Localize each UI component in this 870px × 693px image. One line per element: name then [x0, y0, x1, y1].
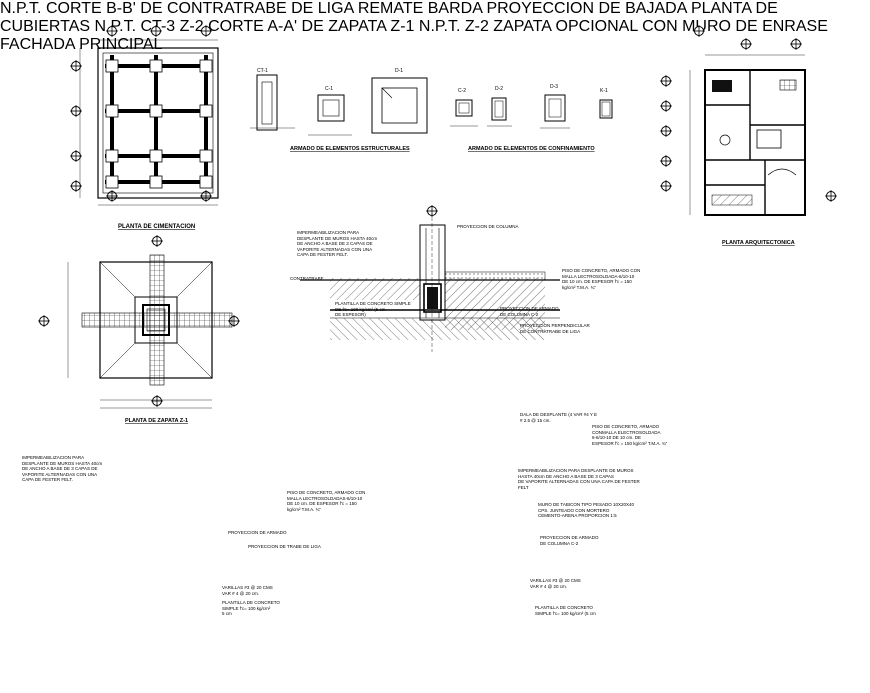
title-armado-confinamiento: ARMADO DE ELEMENTOS DE CONFINAMIENTO: [468, 146, 595, 152]
note-plantilla-c: PLANTILLA DE CONCRETO SIMPLE f'c= 100 kg…: [535, 605, 596, 616]
tag-d3: D-3: [550, 84, 558, 90]
axis-bubble-icon: [151, 395, 163, 407]
axis-bubble-icon: [790, 38, 802, 50]
note-proy-perp: PROYECCION PERPENDICULAR DE CONTRATRABE …: [520, 323, 590, 334]
tag-k1: K-1: [600, 88, 608, 94]
corte-bb: [300, 205, 560, 352]
axis-bubble-icon: [740, 38, 752, 50]
axis-bubble-icon: [660, 75, 672, 87]
title-planta-zapata: PLANTA DE ZAPATA Z-1: [125, 418, 188, 424]
axis-bubble-icon: [426, 205, 438, 217]
note-varillas-c: VARILLAS #3 @ 20 CMS VAR # 4 @ 20 cm.: [530, 578, 581, 589]
axis-bubble-icon: [150, 25, 162, 37]
title-zapata-opcional: ZAPATA OPCIONAL CON MURO DE ENRASE: [493, 18, 828, 35]
title-corte-bb: CORTE B-B' DE CONTRATRABE DE LIGA: [45, 0, 354, 17]
axis-bubble-icon: [660, 125, 672, 137]
tag-c1: C-1: [325, 86, 333, 92]
axis-bubbles-top: [70, 25, 212, 202]
note-proy-columna: PROYECCION DE COLUMNA: [457, 224, 519, 229]
note-cubierta-side: REMATE BARDA: [357, 0, 482, 17]
tag-z2-a: Z-2: [179, 18, 204, 35]
note-piso-b: PISO DE CONCRETO, ARMADO CON MALLA LECTR…: [562, 268, 641, 290]
axis-bubble-icon: [693, 25, 705, 37]
note-dala: DALA DE DESPLANTE (4 VAR #4 Y E # 2.5 @ …: [520, 412, 598, 423]
tag-z2-c: Z-2: [464, 18, 489, 35]
planta-zapata: [38, 235, 240, 409]
axis-bubble-icon: [660, 180, 672, 192]
axis-bubble-icon: [200, 190, 212, 202]
armado-estructurales: [250, 74, 428, 136]
axis-bubble-icon: [825, 190, 837, 202]
axis-bubble-icon: [38, 315, 50, 327]
title-fachada-principal: FACHADA PRINCIPAL: [0, 36, 163, 53]
note-plantilla-a: PLANTILLA DE CONCRETO SIMPLE f'c= 100 kg…: [222, 600, 280, 616]
note-proy-trabe: PROYECCION DE TRABE DE LIGA: [248, 544, 321, 549]
level-npt-c: N.P.T.: [418, 18, 461, 35]
note-varillas-a: VARILLAS #3 @ 20 CMS VAR # 4 @ 20 cm.: [222, 585, 273, 596]
note-proy-armado-c: PROYECCION DE ARMADO DE COLUMNA C-2: [540, 535, 599, 546]
note-piso-c: PISO DE CONCRETO, ARMADO CONMALLA ELECTR…: [592, 424, 668, 446]
note-imper-b: IMPERMEABILIZACION PARA DESPLANTE DE MUR…: [297, 230, 378, 257]
note-contratrabe: CONTRATRABE: [290, 276, 324, 281]
axis-bubble-icon: [660, 100, 672, 112]
tag-c2: C-2: [458, 88, 466, 94]
axis-bubble-icon: [106, 190, 118, 202]
level-npt-a: N.P.T.: [94, 18, 137, 35]
note-proy-armado-b: PROYECCION DE ARMADO DE COLUMNA C-2: [500, 306, 559, 317]
tag-d1: D-1: [395, 68, 403, 74]
level-npt-b: N.P.T.: [0, 0, 42, 17]
title-planta-arquitectonica: PLANTA ARQUITECTONICA: [722, 240, 795, 246]
axis-bubble-icon: [660, 155, 672, 167]
planta-cimentacion: [70, 25, 219, 206]
note-proy-armado-a: PROYECCION DE ARMADO: [228, 530, 287, 535]
tag-d2: D-2: [495, 86, 503, 92]
note-muro-tabicon: MURO DE TABICON TIPO PESADO 10X20X40 CPS…: [538, 502, 635, 518]
note-imper-a: IMPERMEABILIZACION PARA DESPLANTE DE MUR…: [22, 455, 103, 482]
title-armado-estructurales: ARMADO DE ELEMENTOS ESTRUCTURALES: [290, 146, 410, 152]
note-cubierta: PROYECCION DE BAJADA: [486, 0, 687, 17]
axis-bubble-icon: [200, 25, 212, 37]
axis-bubble-icon: [151, 235, 163, 247]
title-planta-cimentacion: PLANTA DE CIMENTACION: [118, 224, 195, 230]
planta-arquitectonica: [660, 25, 837, 216]
title-planta-cubiertas: PLANTA DE CUBIERTAS: [0, 0, 778, 35]
note-imper-c: IMPERMEABILIZACION PARA DESPLANTE DE MUR…: [518, 468, 640, 490]
tag-ct1: CT-1: [257, 68, 268, 74]
note-piso-a: PISO DE CONCRETO, ARMADO CON MALLA LECTR…: [287, 490, 366, 512]
armado-confinamiento: [450, 94, 613, 129]
axis-bubble-icon: [106, 25, 118, 37]
note-plantilla-b: PLANTILLA DE CONCRETO SIMPLE DE f'c= 100…: [335, 301, 411, 317]
title-corte-aa: CORTE A-A' DE ZAPATA Z-1: [208, 18, 415, 35]
